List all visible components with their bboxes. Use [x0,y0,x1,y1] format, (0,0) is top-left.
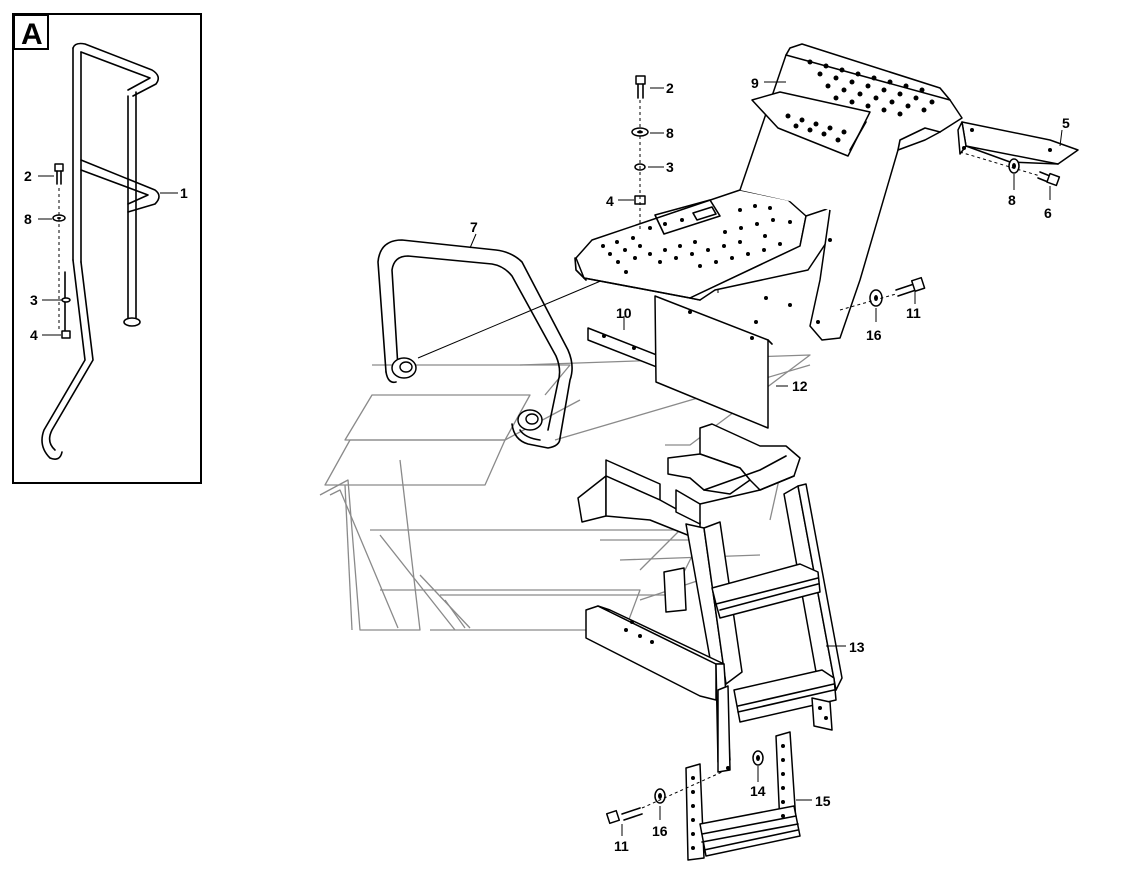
callout-2: 2 [666,80,674,96]
callout-16: 16 [866,327,882,343]
callout-9: 9 [751,75,759,91]
inset-letter: A [21,18,43,51]
callout-3: 3 [666,159,674,175]
inset-callout-4: 4 [30,327,38,343]
inset-fasteners [52,163,71,339]
callout-11b: 11 [614,838,629,854]
callout-14: 14 [750,783,766,799]
inset-callout-2: 2 [24,168,32,184]
callout-4: 4 [606,193,614,209]
inset-handrail [41,42,160,460]
inset-letter-box [13,14,49,50]
callout-10: 10 [616,305,632,321]
callout-11: 11 [906,305,921,321]
console-part-9 [574,43,963,341]
handrail-part-7 [377,233,623,449]
callout-13: 13 [849,639,865,655]
callout-16b: 16 [652,823,668,839]
callout-8b: 8 [1008,192,1016,208]
inset-callout-1: 1 [180,185,188,201]
lower-step-part-15 [685,731,812,861]
inset-callout-8: 8 [24,211,32,227]
plates-part-10-12 [587,290,788,429]
callout-6: 6 [1044,205,1052,221]
callout-8: 8 [666,125,674,141]
callout-5: 5 [1062,115,1070,131]
ladder-part-13 [577,423,846,773]
bracket-part-5 [957,121,1079,200]
fastener-right [839,276,926,322]
fastener-bottom [605,750,764,836]
inset-callout-3: 3 [30,292,38,308]
inset-frame [12,13,202,484]
callout-15: 15 [815,793,831,809]
callout-7: 7 [470,219,478,235]
inset-a: A 1 2 [12,13,202,484]
callout-labels: 2 8 3 4 9 5 8 6 7 10 16 11 12 13 14 15 1… [470,75,1070,854]
fastener-stack [618,75,664,232]
callout-12: 12 [792,378,808,394]
